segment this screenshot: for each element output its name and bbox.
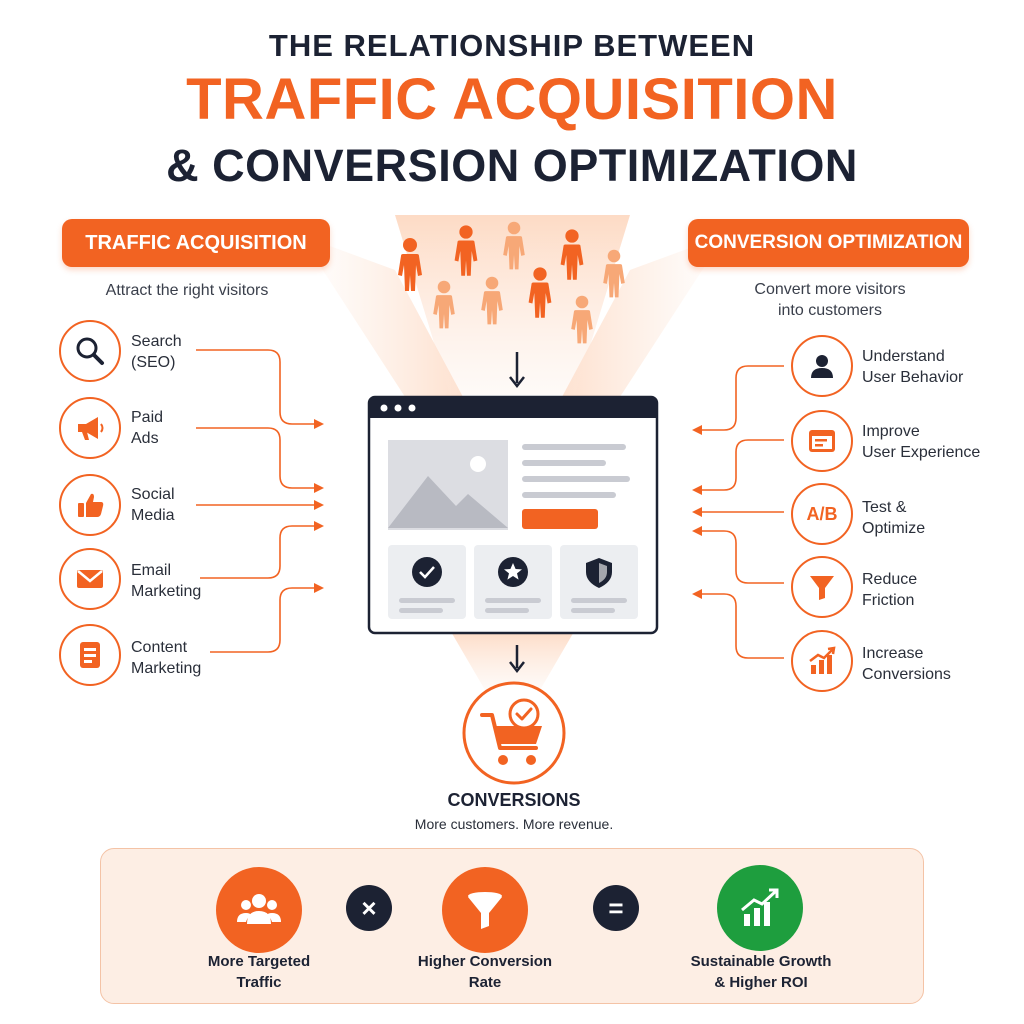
channel-content-line-2: Marketing (131, 660, 202, 677)
channel-social-line-2: Media (131, 507, 175, 524)
channel-paid-label: Paid Ads (131, 407, 163, 449)
visitor-figure (528, 267, 552, 318)
connector-increase (692, 589, 784, 659)
formula-traffic-line-2: Traffic (236, 974, 282, 991)
tactic-understand-line-2: User Behavior (862, 369, 964, 386)
connector-understand (692, 365, 784, 435)
conversions-title: CONVERSIONS (447, 790, 581, 810)
visitor-figure (603, 249, 625, 298)
people-group-icon (216, 867, 302, 953)
channel-search-line-1: Search (131, 333, 182, 350)
document-icon (59, 624, 121, 686)
arrow-down-to-conversions (509, 645, 525, 674)
channel-social-line-1: Social (131, 486, 175, 503)
visitor-figure (503, 221, 525, 270)
tactic-increase-label: Increase Conversions (862, 643, 951, 685)
formula-growth-label: Sustainable Growth & Higher ROI (661, 951, 861, 993)
tactic-increase-line-2: Conversions (862, 666, 951, 683)
channel-search-line-2: (SEO) (131, 354, 176, 371)
multiply-operator: × (346, 885, 392, 931)
visitor-figure (433, 280, 455, 329)
conversion-connectors (692, 365, 784, 659)
tactic-improve-line-1: Improve (862, 423, 920, 440)
growth-chart-icon (791, 630, 853, 692)
formula-conversion-line-2: Rate (468, 974, 502, 991)
traffic-connectors (196, 349, 324, 653)
ab-test-text: A/B (806, 503, 838, 524)
tactic-reduce-label: Reduce Friction (862, 569, 917, 611)
title-line-1: THE RELATIONSHIP BETWEEN (268, 28, 756, 63)
visitor-figure (398, 238, 422, 291)
website-mockup (367, 395, 659, 635)
channel-paid-line-2: Ads (131, 430, 159, 447)
search-icon (59, 320, 121, 382)
glow-lower-beam (450, 630, 575, 690)
visitor-figure (481, 276, 503, 325)
formula-panel: × = More Targeted Traffic Higher Convers… (100, 848, 924, 1004)
title-line-3: & CONVERSION OPTIMIZATION (166, 140, 858, 191)
channel-email-label: Email Marketing (131, 560, 201, 602)
channel-paid-line-1: Paid (131, 409, 164, 426)
connector-content (210, 583, 324, 653)
glow-left-beam (300, 235, 470, 620)
connector-reduce (692, 526, 784, 584)
visitors-crowd (398, 221, 625, 344)
megaphone-icon (59, 397, 121, 459)
envelope-icon (59, 548, 121, 610)
conversion-subtitle: Convert more visitors into customers (715, 279, 945, 321)
formula-growth-line-2: & Higher ROI (714, 974, 808, 991)
thumbs-up-icon (59, 474, 121, 536)
tactic-reduce-line-2: Friction (862, 592, 915, 609)
traffic-subtitle: Attract the right visitors (105, 282, 269, 299)
channel-content-label: Content Marketing (131, 637, 201, 679)
funnel-icon (442, 867, 528, 953)
growth-chart-icon (717, 865, 803, 951)
conversion-subtitle-line-2: into customers (777, 302, 883, 319)
tactic-test-line-1: Test & (862, 499, 907, 516)
equals-operator: = (593, 885, 639, 931)
browser-window-icon (791, 410, 853, 472)
conversions-subtitle: More customers. More revenue. (414, 816, 614, 832)
channel-search-label: Search (SEO) (131, 331, 182, 373)
connector-email (200, 521, 324, 579)
tactic-improve-label: Improve User Experience (862, 421, 980, 463)
tactic-test-line-2: Optimize (862, 520, 926, 537)
title-line-2: TRAFFIC ACQUISITION (186, 67, 838, 132)
formula-conversion-line-1: Higher Conversion (417, 953, 553, 970)
tactic-improve-line-2: User Experience (862, 444, 981, 461)
visitor-figure (571, 295, 593, 344)
channel-social-label: Social Media (131, 484, 175, 526)
tactic-reduce-line-1: Reduce (862, 571, 918, 588)
visitor-figure (560, 229, 584, 280)
visitor-figure (454, 225, 478, 276)
connector-paid (196, 427, 324, 493)
funnel-icon (791, 556, 853, 618)
user-icon (791, 335, 853, 397)
tactic-test-label: Test & Optimize (862, 497, 925, 539)
channel-content-line-1: Content (131, 639, 188, 656)
shopping-cart-check-icon (462, 681, 566, 785)
ab-test-icon: A/B (791, 483, 853, 545)
connector-improve (692, 439, 784, 495)
formula-growth-line-1: Sustainable Growth (690, 953, 832, 970)
conversion-subtitle-line-1: Convert more visitors (754, 281, 906, 298)
formula-traffic-line-1: More Targeted (207, 953, 311, 970)
tactic-understand-label: Understand User Behavior (862, 346, 963, 388)
connector-search (196, 349, 324, 429)
tactic-increase-line-1: Increase (862, 645, 924, 662)
traffic-acquisition-heading: TRAFFIC ACQUISITION (62, 219, 330, 267)
formula-traffic-label: More Targeted Traffic (159, 951, 359, 993)
channel-email-line-2: Marketing (131, 583, 202, 600)
tactic-understand-line-1: Understand (862, 348, 945, 365)
conversion-optimization-heading: CONVERSION OPTIMIZATION (688, 219, 969, 267)
channel-email-line-1: Email (131, 562, 172, 579)
glow-right-beam (555, 235, 725, 620)
arrow-down-to-website (509, 352, 525, 389)
formula-conversion-rate-label: Higher Conversion Rate (385, 951, 585, 993)
